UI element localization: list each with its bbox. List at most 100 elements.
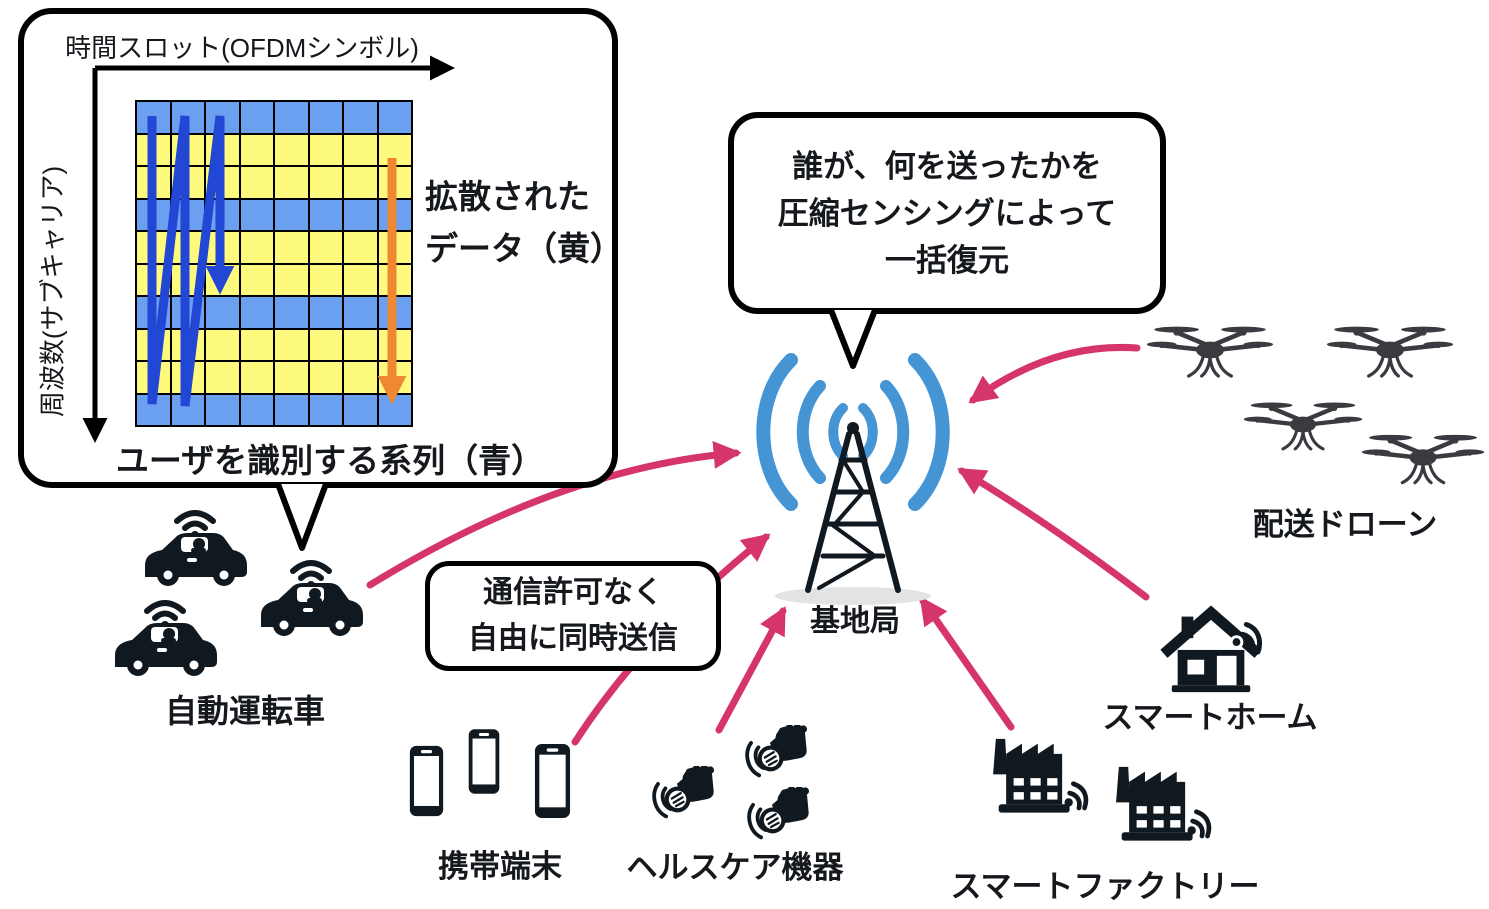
resource-grid-cell bbox=[343, 198, 378, 231]
resource-grid-cell bbox=[308, 328, 343, 361]
resource-grid-cell bbox=[343, 296, 378, 329]
smartwatch-icon bbox=[651, 766, 725, 821]
factories-label: スマートファクトリー bbox=[950, 869, 1260, 904]
resource-grid-cell bbox=[205, 166, 240, 199]
resource-grid-cell bbox=[343, 166, 378, 199]
resource-grid-cell bbox=[377, 166, 412, 199]
arrow-drones-to-base-station bbox=[968, 343, 1141, 404]
tower-icon bbox=[805, 422, 901, 593]
resource-grid-cell bbox=[274, 393, 309, 426]
resource-grid-cell bbox=[274, 361, 309, 394]
resource-grid-cell bbox=[136, 101, 171, 134]
resource-grid-cell bbox=[343, 361, 378, 394]
resource-grid-cell bbox=[308, 393, 343, 426]
bubble-line3: 一括復元 bbox=[885, 242, 1009, 278]
radio-waves-icon bbox=[756, 353, 950, 511]
resource-grid-cell bbox=[136, 231, 171, 264]
resource-grid-cell bbox=[377, 101, 412, 134]
resource-grid-cell bbox=[239, 328, 274, 361]
resource-grid-cell bbox=[205, 133, 240, 166]
resource-grid-cell bbox=[239, 263, 274, 296]
resource-grid-cell bbox=[343, 133, 378, 166]
tower-shadow bbox=[775, 587, 931, 605]
phones-icons bbox=[409, 729, 571, 819]
user-sequence-label: ユーザを識別する系列（青） bbox=[115, 442, 545, 479]
house-icon bbox=[1164, 613, 1260, 692]
resource-grid-cell bbox=[239, 133, 274, 166]
resource-grid-cell bbox=[239, 198, 274, 231]
resource-grid-cell bbox=[274, 133, 309, 166]
wearables-label: ヘルスケア機器 bbox=[626, 850, 844, 885]
factory-icon bbox=[993, 739, 1086, 813]
resource-grid-cell bbox=[136, 166, 171, 199]
grant-free-box: 通信許可なく 自由に同時送信 bbox=[425, 561, 721, 671]
resource-grid-cell bbox=[170, 166, 205, 199]
drone-icon bbox=[1244, 403, 1363, 449]
car-icon bbox=[145, 513, 247, 586]
resource-grid-cell bbox=[239, 166, 274, 199]
bubble-line2: 圧縮センシングによって bbox=[777, 195, 1117, 231]
resource-grid-cell bbox=[239, 296, 274, 329]
resource-grid-cell bbox=[343, 328, 378, 361]
resource-grid-cell bbox=[205, 328, 240, 361]
resource-grid-cell bbox=[136, 328, 171, 361]
resource-grid-cell bbox=[274, 166, 309, 199]
arrow-cars-to-base-station bbox=[366, 440, 742, 589]
smart-home-label: スマートホーム bbox=[1102, 700, 1318, 735]
resource-grid-cell bbox=[377, 393, 412, 426]
resource-box-tail bbox=[275, 484, 329, 551]
resource-grid-cell bbox=[239, 101, 274, 134]
bubble-line1: 誰が、何を送ったかを bbox=[792, 148, 1102, 184]
phone-icon bbox=[468, 729, 500, 794]
smart-home-icons bbox=[1150, 598, 1275, 698]
resource-grid-cell bbox=[308, 198, 343, 231]
resource-grid-cell bbox=[170, 198, 205, 231]
resource-grid-cell bbox=[170, 263, 205, 296]
resource-grid-cell bbox=[377, 296, 412, 329]
smartwatch-icon bbox=[744, 725, 818, 780]
resource-grid-box: 時間スロット(OFDMシンボル) 周波数(サブキャリア) 拡散された データ（黄… bbox=[18, 8, 623, 488]
resource-grid-cell bbox=[308, 133, 343, 166]
resource-grid-cell bbox=[377, 328, 412, 361]
resource-grid-cell bbox=[136, 263, 171, 296]
resource-grid-cell bbox=[308, 101, 343, 134]
resource-grid-cell bbox=[205, 361, 240, 394]
arrow-wearables-to-base-station bbox=[715, 606, 787, 734]
time-axis-label: 時間スロット(OFDMシンボル) bbox=[65, 33, 419, 63]
resource-grid-cell bbox=[170, 393, 205, 426]
resource-grid-cell bbox=[377, 361, 412, 394]
grant-free-line2: 自由に同時送信 bbox=[468, 622, 678, 655]
cars-label: 自動運転車 bbox=[164, 693, 325, 729]
car-icon bbox=[261, 563, 363, 636]
resource-grid-cell bbox=[377, 263, 412, 296]
resource-grid-cell bbox=[205, 296, 240, 329]
resource-grid-cell bbox=[308, 263, 343, 296]
base-station-icon bbox=[756, 353, 950, 605]
resource-grid-cell bbox=[274, 231, 309, 264]
resource-grid-cell bbox=[343, 263, 378, 296]
drones-label: 配送ドローン bbox=[1252, 507, 1438, 542]
resource-grid-cell bbox=[343, 393, 378, 426]
resource-grid-cell bbox=[136, 393, 171, 426]
resource-grid-cell bbox=[205, 231, 240, 264]
resource-grid-cell bbox=[308, 361, 343, 394]
ofdm-resource-grid bbox=[135, 100, 413, 427]
grant-free-line1: 通信許可なく bbox=[483, 576, 663, 609]
spread-data-label-line2: データ（黄） bbox=[425, 230, 623, 267]
resource-grid-cell bbox=[136, 361, 171, 394]
base-station-label: 基地局 bbox=[810, 605, 900, 638]
resource-grid-cell bbox=[274, 198, 309, 231]
resource-grid-cell bbox=[136, 133, 171, 166]
resource-grid-cell bbox=[205, 393, 240, 426]
wearables-icons bbox=[651, 725, 820, 842]
resource-grid-cell bbox=[308, 231, 343, 264]
resource-grid-cell bbox=[170, 101, 205, 134]
resource-grid-cell bbox=[308, 296, 343, 329]
bubble-tail bbox=[828, 310, 878, 369]
arrow-factories-to-base-station bbox=[919, 596, 1015, 731]
resource-grid-cell bbox=[274, 296, 309, 329]
resource-grid-cell bbox=[205, 263, 240, 296]
resource-grid-cell bbox=[170, 296, 205, 329]
resource-grid-cell bbox=[377, 133, 412, 166]
